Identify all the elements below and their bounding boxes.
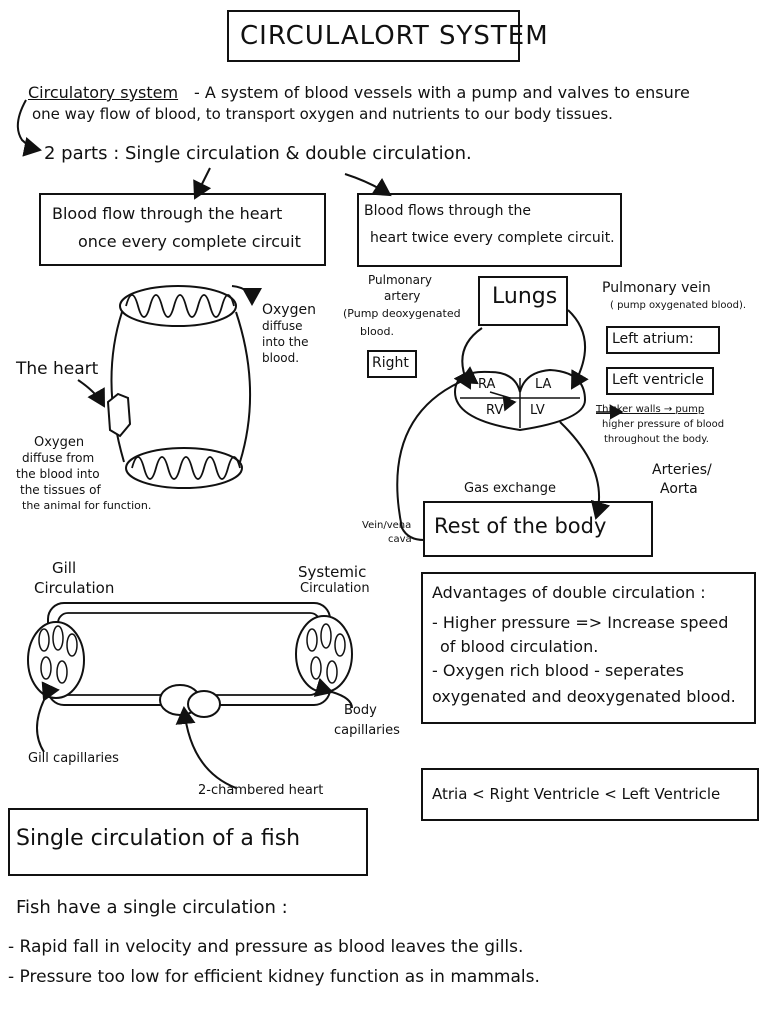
gas-exchange-label: Gas exchange bbox=[464, 482, 556, 497]
fish-notes-intro: Fish have a single circulation : bbox=[16, 898, 288, 919]
thicker-walls-1: Thicker walls → pump bbox=[596, 404, 704, 416]
oxygen-out-2: diffuse from bbox=[22, 452, 94, 466]
chamber-ra: RA bbox=[478, 378, 495, 393]
advantages-line-1: - Higher pressure => Increase speed bbox=[432, 614, 728, 632]
pulmonary-artery-4: blood. bbox=[360, 326, 394, 339]
heart-fish-arrow bbox=[184, 708, 236, 788]
right-label: Right bbox=[372, 355, 409, 371]
fish-note-2: - Pressure too low for efficient kidney … bbox=[8, 968, 540, 988]
oxygen-in-2: diffuse bbox=[262, 320, 302, 334]
heart-label: The heart bbox=[16, 360, 98, 380]
pulmonary-artery-1: Pulmonary bbox=[368, 274, 432, 288]
oxygen-out-3: the blood into bbox=[16, 468, 100, 482]
parts-line: 2 parts : Single circulation & double ci… bbox=[44, 144, 472, 165]
advantages-line-3: - Oxygen rich blood - seperates bbox=[432, 662, 684, 680]
pressure-order: Atria < Right Ventricle < Left Ventricle bbox=[432, 786, 720, 803]
oxygen-out-4: the tissues of bbox=[20, 484, 101, 498]
single-box-line2: once every complete circuit bbox=[78, 232, 301, 252]
oxygen-out-1: Oxygen bbox=[34, 436, 84, 451]
gill-circulation-1: Gill bbox=[52, 560, 76, 577]
left-ventricle-label: Left ventricle bbox=[612, 372, 704, 388]
systemic-circulation-1: Systemic bbox=[298, 564, 366, 581]
single-loop-drawing bbox=[78, 286, 252, 488]
definition-line2: one way flow of blood, to transport oxyg… bbox=[32, 106, 613, 123]
oxygen-in-4: blood. bbox=[262, 352, 299, 366]
thicker-walls-3: throughout the body. bbox=[604, 434, 709, 446]
advantages-line-2: of blood circulation. bbox=[440, 638, 598, 656]
heart-shape bbox=[108, 394, 130, 436]
pulmonary-vein-2: ( pump oxygenated blood). bbox=[610, 300, 746, 312]
body-capillaries-2: capillaries bbox=[334, 724, 400, 739]
arteries-2: Aorta bbox=[660, 481, 698, 497]
advantages-line-4: oxygenated and deoxygenated blood. bbox=[432, 688, 736, 706]
gill-cap-arrow bbox=[37, 700, 44, 752]
definition-term: Circulatory system bbox=[28, 84, 178, 102]
vein-2: cava bbox=[388, 534, 412, 546]
lungs-label: Lungs bbox=[492, 284, 557, 309]
oxygen-out-5: the animal for function. bbox=[22, 500, 151, 513]
heart-label-arrow bbox=[78, 380, 104, 406]
left-atrium-label: Left atrium: bbox=[612, 331, 694, 347]
pulmonary-artery-3: (Pump deoxygenated bbox=[343, 308, 461, 321]
oxygen-in-3: into the bbox=[262, 336, 309, 350]
pulmonary-artery-2: artery bbox=[384, 290, 420, 304]
vein-1: Vein/vena bbox=[362, 520, 411, 532]
arteries-1: Arteries/ bbox=[652, 462, 712, 478]
double-box-line1: Blood flows through the bbox=[364, 203, 531, 221]
advantages-title: Advantages of double circulation : bbox=[432, 584, 706, 602]
page-title: CIRCULALORT SYSTEM bbox=[240, 22, 549, 52]
fish-caption: Single circulation of a fish bbox=[16, 826, 300, 851]
fish-note-1: - Rapid fall in velocity and pressure as… bbox=[8, 938, 523, 958]
systemic-circulation-2: Circulation bbox=[300, 582, 370, 597]
single-box-line1: Blood flow through the heart bbox=[52, 204, 282, 224]
chamber-la: LA bbox=[535, 378, 551, 393]
chamber-lv: LV bbox=[530, 404, 545, 419]
pulmonary-vein-1: Pulmonary vein bbox=[602, 280, 711, 296]
body-capillaries-1: Body bbox=[344, 704, 377, 719]
rest-of-body-label: Rest of the body bbox=[434, 514, 606, 538]
oxygen-in-1: Oxygen bbox=[262, 302, 316, 318]
chamber-rv: RV bbox=[486, 404, 503, 419]
thicker-walls-2: higher pressure of blood bbox=[602, 419, 724, 431]
gill-capillaries-label: Gill capillaries bbox=[28, 752, 119, 767]
double-arrow bbox=[345, 174, 390, 195]
definition-line1: - A system of blood vessels with a pump … bbox=[194, 84, 690, 102]
gill-circulation-2: Circulation bbox=[34, 580, 114, 597]
fish-heart-label: 2-chambered heart bbox=[198, 784, 323, 799]
double-box-line2: heart twice every complete circuit. bbox=[370, 230, 615, 248]
